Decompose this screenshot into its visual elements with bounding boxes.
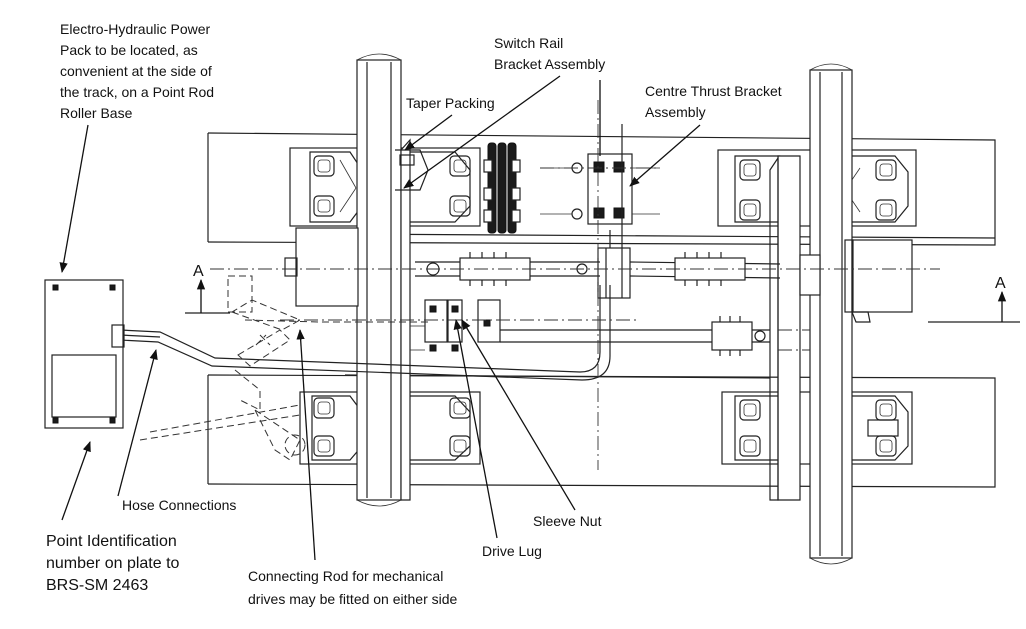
label-centre-thrust-bracket: Centre Thrust Bracket Assembly: [645, 83, 782, 120]
stock-rail-left: [356, 53, 402, 507]
leader-power-pack: [59, 124, 89, 274]
section-letter-left: A: [193, 263, 204, 280]
connecting-rod-line-2: drives may be fitted on either side: [248, 591, 458, 607]
centre-thrust-bracket: [597, 247, 631, 299]
power-pack-line-5: Roller Base: [60, 105, 133, 121]
centre-thrust-bracket-line-1: Centre Thrust Bracket: [645, 83, 782, 99]
phantom-connecting-rod: [139, 275, 430, 461]
svg-text:convenient at the side of: convenient at the side of: [60, 63, 212, 79]
leader-hose-connections: [117, 348, 158, 497]
switch-rail-bracket: [540, 124, 660, 258]
svg-text:the track, on a Point Rod: the track, on a Point Rod: [60, 84, 214, 100]
label-taper-packing: Taper Packing: [406, 95, 495, 111]
point-identification-line-3: BRS-SM 2463: [46, 577, 148, 594]
power-pack-line-4: the track, on a Point Rod: [60, 84, 214, 100]
leader-switch-rail-bracket-2: [403, 75, 561, 189]
power-pack-line-2: Pack to be located, as: [60, 42, 198, 58]
leader-centre-thrust-bracket: [629, 124, 701, 187]
label-sleeve-nut: Sleeve Nut: [533, 513, 602, 529]
drive-unit-right: [799, 239, 913, 323]
svg-text:Pack to be located, as: Pack to be located, as: [60, 42, 198, 58]
label-hose-connections: Hose Connections: [122, 497, 236, 513]
label-drive-lug: Drive Lug: [482, 543, 542, 559]
power-pack: [44, 279, 125, 429]
switch-rail-bracket-line-1: Switch Rail: [494, 35, 563, 51]
label-switch-rail-bracket: Switch Rail Bracket Assembly: [494, 35, 605, 72]
svg-text:Electro-Hydraulic Power: Electro-Hydraulic Power: [60, 21, 210, 37]
switch-rail-bracket-line-2: Bracket Assembly: [494, 56, 605, 72]
hydraulic-pipes: [119, 285, 611, 381]
leader-drive-lug: [453, 318, 498, 539]
power-pack-line-1: Electro-Hydraulic Power: [60, 21, 210, 37]
section-letter-right: A: [995, 275, 1006, 292]
leader-taper-packing: [404, 114, 453, 151]
leader-point-identification: [61, 441, 91, 521]
label-power-pack: Electro-Hydraulic Power Pack to be locat…: [60, 21, 214, 121]
svg-text:Roller Base: Roller Base: [60, 105, 133, 121]
sleeper-middle: [344, 233, 996, 379]
section-marker-right: [928, 290, 1020, 323]
point-identification-line-2: number on plate to: [46, 555, 180, 572]
connecting-rod-line-1: Connecting Rod for mechanical: [248, 568, 443, 584]
drive-rod-lower: [500, 316, 770, 356]
label-point-identification: Point Identification number on plate to …: [46, 533, 180, 594]
power-pack-line-3: convenient at the side of: [60, 63, 212, 79]
sleeper-upper: [207, 132, 996, 246]
insulation-block: [483, 142, 521, 234]
stock-rail-right: [809, 63, 853, 565]
switch-rail-right: [769, 155, 801, 501]
centre-thrust-bracket-line-2: Assembly: [645, 104, 706, 120]
leader-sleeve-nut: [461, 319, 576, 511]
label-connecting-rod: Connecting Rod for mechanical drives may…: [248, 568, 458, 607]
leader-connecting-rod: [296, 328, 316, 561]
section-marker-left: [185, 278, 230, 314]
drive-unit-left: [284, 227, 501, 352]
point-identification-line-1: Point Identification: [46, 533, 177, 550]
